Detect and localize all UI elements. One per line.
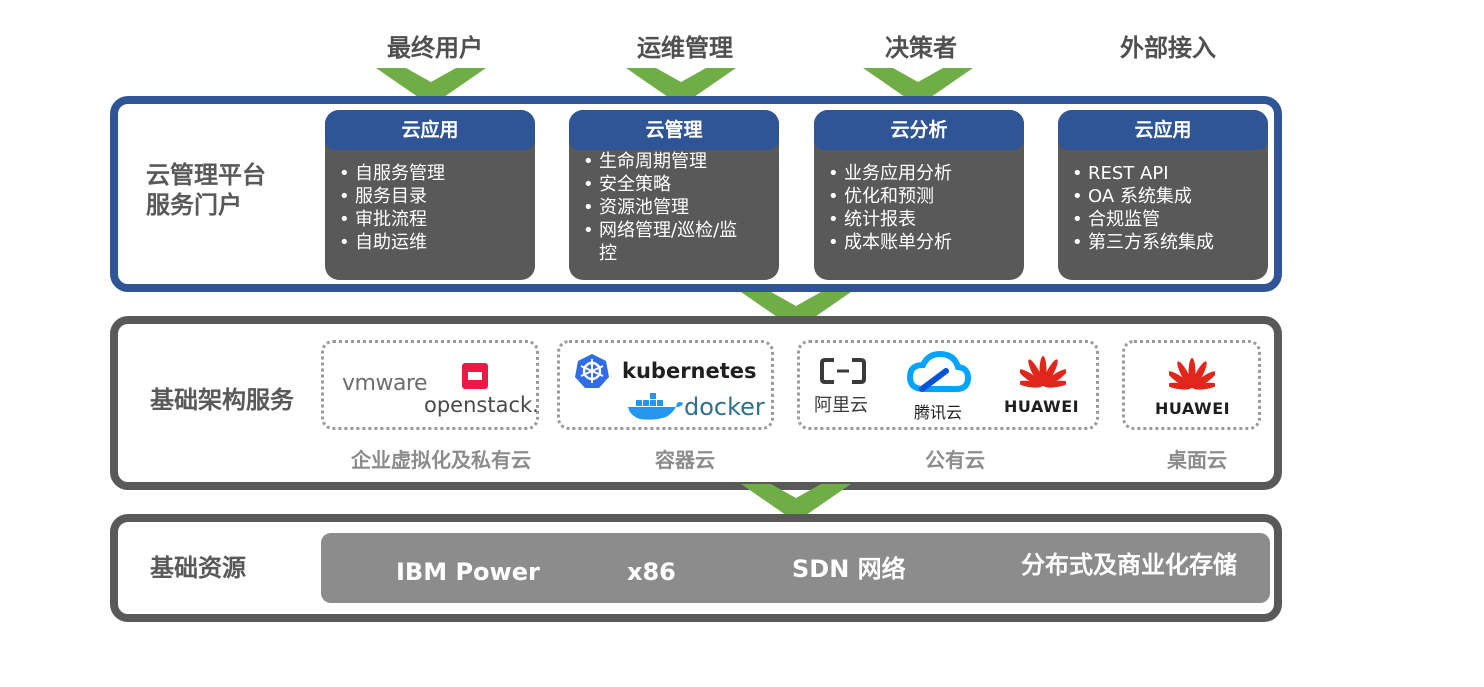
list-item: 生命周期管理 (583, 150, 779, 173)
huawei-logo: HUAWEI (1155, 399, 1231, 418)
resource-item-ibm-power: IBM Power (396, 558, 540, 586)
card-cloud-analytics: 云分析 业务应用分析 优化和预测 统计报表 成本账单分析 (814, 110, 1024, 280)
list-item: 安全策略 (583, 173, 779, 196)
card-cloud-management: 云管理 生命周期管理 安全策略 资源池管理 网络管理/巡检/监控 (569, 110, 779, 280)
audience-label-ops: 运维管理 (637, 34, 733, 62)
card-cloud-app: 云应用 自服务管理 服务目录 审批流程 自助运维 (325, 110, 535, 280)
list-item: 统计报表 (828, 208, 1024, 231)
list-item: 成本账单分析 (828, 231, 1024, 254)
list-item: 网络管理/巡检/监控 (583, 219, 749, 265)
list-item: 自助运维 (339, 231, 535, 254)
infra-group-desktop-cloud: HUAWEI (1122, 340, 1261, 430)
card-cloud-app-external: 云应用 REST API OA 系统集成 合规监管 第三方系统集成 (1058, 110, 1268, 280)
list-item: OA 系统集成 (1072, 185, 1268, 208)
card-title: 云分析 (814, 110, 1024, 150)
card-title: 云管理 (569, 110, 779, 150)
docker-logo: docker (684, 393, 765, 421)
resource-item-storage: 分布式及商业化存储 (1021, 551, 1237, 579)
list-item: 审批流程 (339, 208, 535, 231)
list-item: 资源池管理 (583, 196, 779, 219)
aliyun-logo: 阿里云 (814, 395, 868, 416)
audience-label-end-users: 最终用户 (387, 34, 483, 62)
list-item: 服务目录 (339, 185, 535, 208)
kubernetes-icon (575, 354, 609, 388)
kubernetes-logo: kubernetes (622, 359, 757, 383)
openstack-icon (462, 363, 488, 389)
docker-icon (628, 393, 683, 420)
huawei-icon (1169, 358, 1215, 390)
portal-layer-title: 云管理平台 服务门户 (146, 161, 266, 219)
infra-caption-public-cloud: 公有云 (925, 448, 985, 472)
infra-group-container: kubernetes docker (557, 340, 774, 430)
list-item: REST API (1072, 162, 1268, 185)
flow-chevron-icon (626, 68, 736, 106)
tencent-cloud-logo: 腾讯云 (914, 403, 963, 422)
flow-chevron-icon (863, 68, 973, 106)
flow-chevron-icon (741, 292, 851, 330)
resource-item-x86: x86 (627, 558, 676, 586)
infra-group-public-cloud: 阿里云 腾讯云 HUAWEI (797, 340, 1099, 430)
infra-caption-desktop-cloud: 桌面云 (1167, 448, 1227, 472)
infra-group-virtualization: vmware openstack. (321, 340, 539, 430)
list-item: 第三方系统集成 (1072, 231, 1268, 254)
resource-bar: IBM Power x86 SDN 网络 分布式及商业化存储 (321, 533, 1270, 603)
flow-chevron-icon (376, 68, 486, 106)
openstack-logo: openstack. (424, 393, 539, 417)
huawei-logo: HUAWEI (1004, 397, 1080, 416)
card-title: 云应用 (1058, 110, 1268, 150)
audience-label-external-access: 外部接入 (1120, 34, 1216, 62)
resource-item-sdn: SDN 网络 (792, 555, 906, 583)
card-title: 云应用 (325, 110, 535, 150)
flow-chevron-icon (741, 484, 851, 522)
infra-layer-title: 基础架构服务 (150, 386, 294, 414)
huawei-icon (1020, 356, 1066, 388)
infra-caption-container: 容器云 (655, 448, 715, 472)
aliyun-icon (820, 358, 866, 384)
tencent-cloud-icon (906, 351, 972, 392)
list-item: 业务应用分析 (828, 162, 1024, 185)
list-item: 优化和预测 (828, 185, 1024, 208)
list-item: 自服务管理 (339, 162, 535, 185)
vmware-logo: vmware (342, 371, 428, 396)
infra-caption-virtualization: 企业虚拟化及私有云 (351, 448, 531, 472)
audience-label-decision-makers: 决策者 (885, 34, 957, 62)
list-item: 合规监管 (1072, 208, 1268, 231)
resource-layer-title: 基础资源 (150, 554, 246, 582)
